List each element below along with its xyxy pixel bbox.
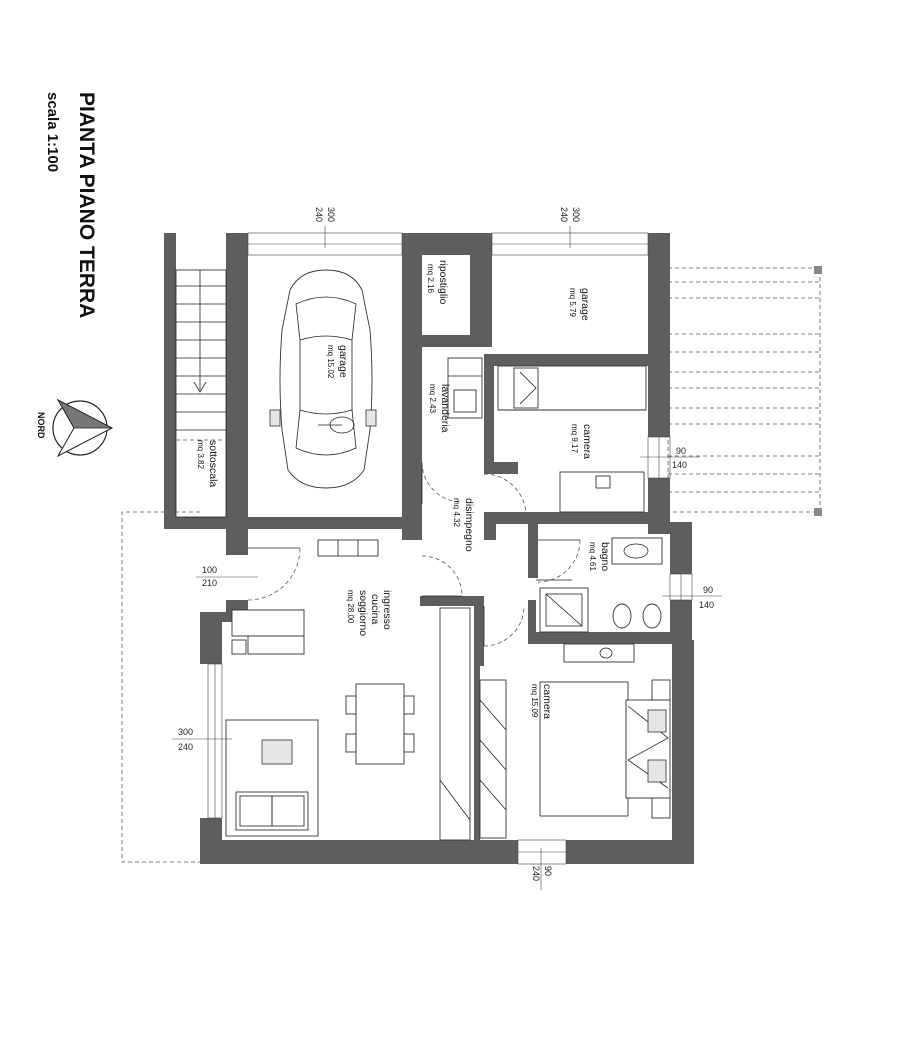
dimension-bottom: 90 240 [531,848,553,890]
dimension-west-door: 100 210 [196,565,258,588]
room-garage-small: garage mq 5.79 [568,288,591,321]
room-area: mq 2.43 [428,384,437,413]
room-disimpegno: disimpegno mq 4.32 [452,498,475,552]
room-lavanderia: lavanderia mq 2.43 [428,384,451,433]
laundry-fixtures [447,357,483,419]
room-name: camera [541,684,553,719]
dim-value-a: 300 [326,207,336,222]
covered-area-outline [121,511,200,863]
room-name: garage [337,345,349,378]
room-bagno: bagno mq 4.61 [588,542,611,571]
room-sottoscala: sottoscala mq 3.82 [196,440,219,487]
room-name-line-2: cucina [369,594,381,625]
dim-value-b: 240 [559,207,569,222]
room-soggiorno: ingresso cucina soggiorno mq 28.00 [346,590,393,636]
dimension-east-1: 90 140 [640,446,700,470]
room-area: mq 4.61 [588,542,597,571]
room-camera-1: camera mq 9.17 [570,424,593,459]
dim-value-b: 240 [178,742,193,752]
dimension-east-2: 90 140 [662,585,722,610]
dimension-top-left: 300 240 [314,207,336,248]
dimension-top-right: 300 240 [559,207,581,248]
room-name: lavanderia [439,384,451,433]
plan-title: PIANTA PIANO TERRA [75,92,98,318]
room-name: garage [579,288,591,321]
room-garage-main: garage mq 15.02 [326,345,349,379]
dim-value-b: 240 [531,866,541,881]
room-area: mq 4.32 [452,498,461,527]
room-camera-2: camera mq 15.09 [530,684,553,719]
dim-value-a: 90 [543,866,553,876]
room-area: mq 15.09 [530,684,539,718]
room-name: disimpegno [463,498,475,552]
north-label: NORD [36,412,46,439]
bathroom-fixtures [539,537,663,633]
walls [164,233,694,864]
room-name-line-1: ingresso [381,590,393,630]
room-ripostiglio: ripostiglio mq 2.16 [426,260,449,305]
dim-value-b: 240 [314,207,324,222]
room-area: mq 9.17 [570,424,579,453]
dim-value-b: 140 [699,600,714,610]
room-area: mq 2.16 [426,264,435,293]
dim-value-a: 90 [676,446,686,456]
dim-value-b: 140 [672,460,687,470]
room-name: camera [581,424,593,459]
room-name: bagno [599,542,611,571]
room-name: sottoscala [207,440,219,487]
bedroom-2-furniture [479,643,671,839]
pergola-outline [667,266,822,516]
room-area: mq 15.02 [326,345,335,379]
bedroom-1-furniture [497,365,647,513]
staircase [175,269,227,518]
room-area: mq 3.82 [196,440,205,469]
dim-value-a: 90 [703,585,713,595]
room-name: ripostiglio [437,260,449,305]
dim-value-b: 210 [202,578,217,588]
room-area: mq 5.79 [568,288,577,317]
room-name-line-3: soggiorno [357,590,369,636]
dim-value-a: 300 [178,727,193,737]
north-arrow-icon: NORD [36,398,114,458]
dim-value-a: 300 [571,207,581,222]
plan-scale: scala 1:100 [44,92,61,172]
living-area-furniture [225,539,471,841]
doors [247,461,581,647]
dimension-west-window: 300 240 [172,727,232,752]
room-area: mq 28.00 [346,590,355,624]
dim-value-a: 100 [202,565,217,575]
car-icon [269,269,377,489]
